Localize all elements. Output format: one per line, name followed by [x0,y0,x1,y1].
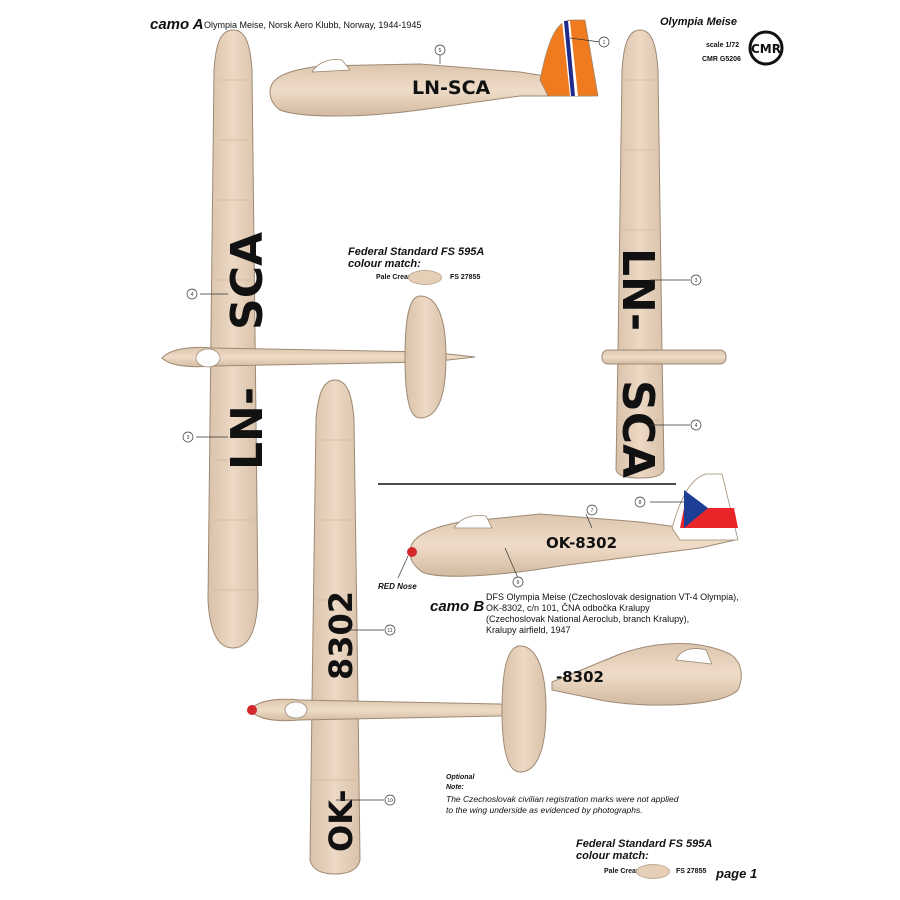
camo-a-underside-reg-sca: SCA [222,232,273,330]
camo-b-underside-view [247,379,547,875]
camo-a-label: camo A [150,16,204,33]
camo-a-description: Olympia Meise, Norsk Aero Klubb, Norway,… [204,20,422,30]
product-title: Olympia Meise [660,16,738,28]
product-code: CMR G5206 [702,56,741,63]
camo-b-underside-nose [247,705,257,715]
callout-7: 7 [591,508,594,514]
colour-match-top-title: Federal Standard FS 595A colour match: [348,246,484,270]
camo-b-desc-line3: (Czechoslovak National Aeroclub, branch … [486,614,690,624]
cmr-logo: CMR [748,30,784,66]
camo-b-side2-canopy [675,648,713,665]
camo-b-desc-line1: DFS Olympia Meise (Czechoslovak designat… [486,592,739,602]
callout-10: 10 [387,798,393,804]
camo-b-desc-line2: OK-8302, c/n 101, ČNA odbočka Kralupy [486,603,650,613]
camo-a-side-fuselage [269,63,594,117]
scale-label: scale 1/72 [706,42,740,49]
svg-text:CMR: CMR [751,42,781,56]
camo-a-upper-fuselage [601,349,727,365]
note-label: Note: [446,784,464,791]
callout-3a: 3 [187,435,190,441]
camo-b-side-canopy [453,515,493,529]
colour-match-bottom-code: FS 27855 [676,868,707,875]
camo-a-underside-canopy [195,348,221,368]
camo-b-side-view-2 [551,643,742,706]
note-text-line1: The Czechoslovak civilian registration m… [446,794,679,804]
camo-b-desc-line4: Kralupy airfield, 1947 [486,625,571,635]
camo-a-upper-wing [615,29,665,479]
camo-b-wing-reg-ok: OK- [322,790,360,853]
camo-a-side-view [269,19,599,117]
colour-swatch-bottom [636,864,670,879]
callout-5: 5 [439,48,442,54]
callout-4a: 4 [191,292,194,298]
camo-b-fin-blue [684,490,708,528]
callout-11: 11 [387,628,392,634]
note-text: The Czechoslovak civilian registration m… [446,794,678,816]
camo-a-underside-tailplane [404,295,447,419]
colour-match-top-line1: Federal Standard FS 595A [348,246,485,258]
callout-1: 1 [603,40,606,46]
camo-a-underside-view [161,29,476,649]
colour-match-bottom-title: Federal Standard FS 595A colour match: [576,838,712,862]
camo-a-upper-view [601,29,727,479]
colour-match-bottom-line1: Federal Standard FS 595A [576,838,713,850]
camo-a-upper-reg-sca: SCA [612,380,663,478]
red-nose-label: RED Nose [378,582,417,591]
camo-b-side-view [407,473,739,577]
colour-match-bottom-name: Pale Cream - [604,868,647,875]
camo-a-upper-reg-ln: LN- [612,248,663,331]
note-text-line2: to the wing underside as evidenced by ph… [446,805,643,815]
camo-a-underside-reg-ln: LN- [222,387,273,470]
note-optional: Optional [446,774,475,781]
callout-8: 8 [639,500,642,506]
camo-b-side2-registration: -8302 [556,668,604,686]
camo-b-red-nose [407,547,417,557]
colour-match-top-name: Pale Cream - [376,274,419,281]
callout-3b: 3 [695,278,698,284]
callout-4b: 4 [695,423,698,429]
camo-a-underside-wing [207,29,259,649]
camo-b-fuselage-registration: OK-8302 [546,534,617,552]
camo-a-fuselage-registration: LN-SCA [412,77,491,99]
camo-b-underside-wing [309,379,361,875]
colour-match-top-line2: colour match: [348,258,421,270]
colour-swatch-top [408,270,442,285]
colour-match-bottom-line2: colour match: [576,850,649,862]
page-number: page 1 [716,866,758,881]
colour-match-top-code: FS 27855 [450,274,481,281]
callout-9: 9 [517,580,520,586]
callouts [182,36,702,806]
camo-a-side-canopy [311,59,351,73]
camo-a-underside-fuselage [161,346,476,368]
camo-b-description: DFS Olympia Meise (Czechoslovak designat… [486,592,776,636]
camo-b-label: camo B [430,598,485,615]
camo-b-side-fuselage [409,513,736,577]
camo-a-fin-blue-stripe [564,21,575,96]
camo-b-wing-reg-8302: 8302 [322,591,360,680]
camo-b-underside-tailplane [501,645,547,773]
camo-b-underside-canopy [284,701,308,719]
